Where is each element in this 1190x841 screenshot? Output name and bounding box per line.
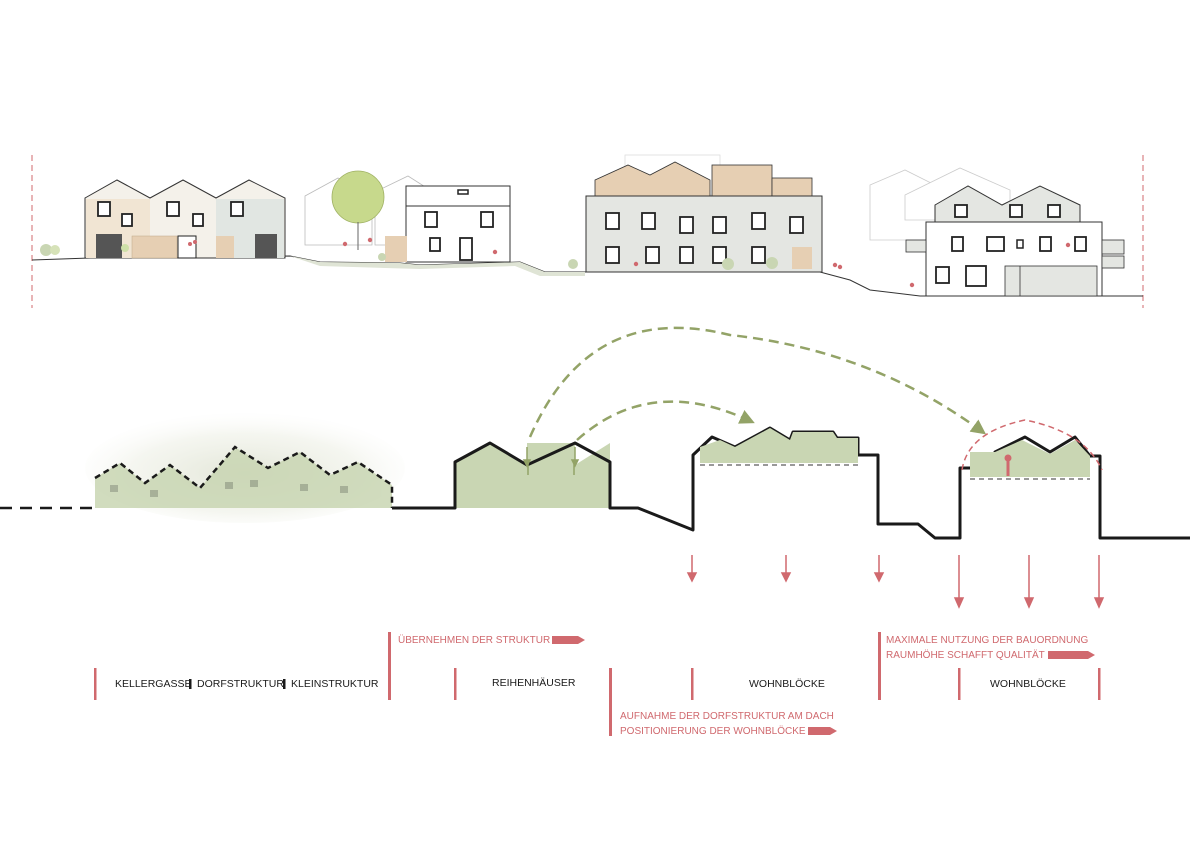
label-separator bbox=[283, 679, 286, 689]
label-row: KELLERGASSE DORFSTRUKTUR KLEINSTRUKTUR R… bbox=[94, 632, 1101, 737]
apartment-block-elevation-2 bbox=[869, 167, 1125, 297]
annotation-aufnahme-line2: POSITIONIERUNG DER WOHNBLÖCKE bbox=[620, 725, 806, 737]
tree-icon bbox=[40, 244, 52, 256]
townhouse-elevation bbox=[304, 170, 511, 263]
tree-icon bbox=[331, 170, 385, 224]
label-dorfstruktur: DORFSTRUKTUR bbox=[197, 678, 284, 690]
transfer-arrow-arc-2 bbox=[528, 326, 987, 438]
annotation-maximale-line2: RAUMHÖHE SCHAFFT QUALITÄT bbox=[886, 649, 1045, 661]
arrow-right-icon bbox=[552, 636, 585, 644]
wohnblock-2-roof-section bbox=[970, 440, 1090, 477]
label-separator bbox=[189, 679, 192, 689]
annotation-aufnahme-line1: AUFNAHME DER DORFSTRUKTUR AM DACH bbox=[620, 711, 834, 722]
row-house-section bbox=[455, 443, 610, 508]
wohnblock-1-roof-section bbox=[700, 428, 858, 463]
arrow-right-icon bbox=[808, 727, 837, 735]
row-houses-elevation bbox=[84, 179, 286, 259]
person-icon bbox=[1004, 454, 1012, 476]
elevation-terrain-fill bbox=[290, 256, 585, 276]
label-dividers bbox=[94, 632, 1101, 736]
label-kellergasse: KELLERGASSE bbox=[115, 678, 191, 690]
label-wohnbloecke-2: WOHNBLÖCKE bbox=[990, 678, 1066, 690]
arrow-right-icon bbox=[1048, 651, 1095, 659]
section-diagram bbox=[0, 326, 1190, 609]
apartment-block-elevation-1 bbox=[568, 154, 843, 273]
label-reihenhaeuser: REIHENHÄUSER bbox=[492, 677, 576, 689]
height-down-arrows bbox=[686, 555, 1105, 609]
annotation-uebernehmen: ÜBERNEHMEN DER STRUKTUR bbox=[398, 634, 550, 646]
label-wohnbloecke-1: WOHNBLÖCKE bbox=[749, 678, 825, 690]
envelope-arc-dashed bbox=[961, 419, 1103, 471]
annotation-maximale-line1: MAXIMALE NUTZUNG DER BAUORDNUNG bbox=[886, 635, 1088, 646]
transfer-arrow-arc-1 bbox=[576, 400, 755, 441]
small-down-arrows bbox=[522, 447, 580, 475]
street-elevation bbox=[31, 154, 1144, 308]
tree-icon bbox=[50, 245, 60, 255]
village-silhouette bbox=[95, 447, 392, 508]
village-roofline-dashed bbox=[94, 445, 394, 508]
label-kleinstruktur: KLEINSTRUKTUR bbox=[291, 678, 379, 690]
